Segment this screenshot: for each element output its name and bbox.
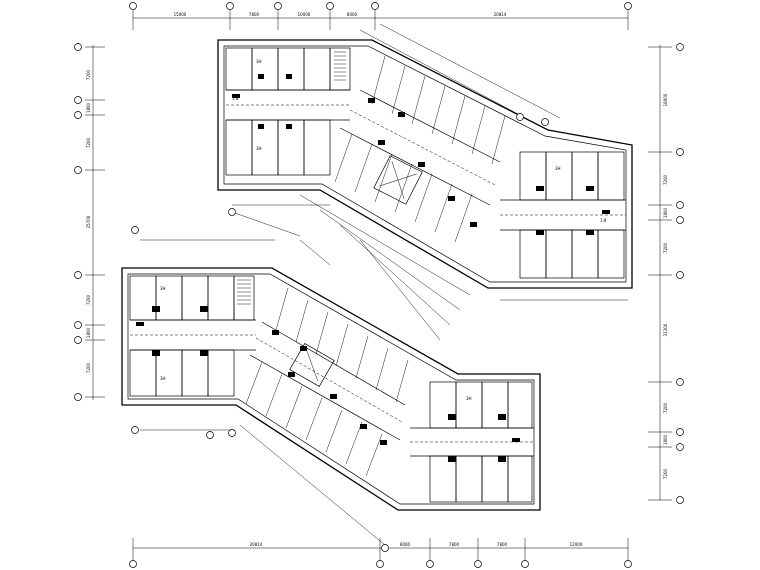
dim-left-7: 7200 (86, 362, 91, 373)
room-tag-2: 1:8 (600, 218, 607, 223)
room-label-6: 3H (466, 396, 472, 401)
dimension-right: 18000 7200 1800 7200 31300 7200 1800 720… (648, 43, 684, 504)
dim-top-2: 7800 (249, 12, 260, 17)
lower-right-rooms (410, 381, 534, 503)
dim-left-5: 7200 (86, 294, 91, 305)
upper-building: 1:8 (217, 39, 633, 289)
dim-top-4: 8000 (347, 12, 358, 17)
diagonal-grid-lines (131, 23, 628, 552)
dim-left-2: 1800 (86, 102, 91, 113)
lower-diagonal-rooms (245, 287, 409, 477)
dim-left-6: 1800 (86, 327, 91, 338)
dim-left-3: 7200 (86, 137, 91, 148)
dim-left-4: 25700 (86, 215, 91, 228)
dim-right-3: 1800 (663, 207, 668, 218)
dim-right-6: 7200 (663, 402, 668, 413)
dimension-bottom: 20814 8000 7800 7800 12000 (129, 538, 632, 568)
upper-right-rooms: 1:8 (500, 151, 626, 279)
dim-top-1: 15000 (174, 12, 187, 17)
room-label-1: 3H (256, 59, 262, 64)
dim-bottom-1: 20814 (250, 542, 263, 547)
room-label-3: 3H (555, 166, 561, 171)
dim-left-1: 7200 (86, 69, 91, 80)
dim-right-1: 18000 (663, 93, 668, 106)
room-label-5: 3H (160, 376, 166, 381)
dim-bottom-4: 7800 (497, 542, 508, 547)
lower-left-rooms (129, 275, 256, 397)
upper-left-rooms-top (225, 47, 351, 91)
dim-right-4: 7200 (663, 242, 668, 253)
dim-bottom-3: 7800 (449, 542, 460, 547)
room-label-4: 3H (160, 286, 166, 291)
dim-right-5: 31300 (663, 323, 668, 336)
dim-right-2: 7200 (663, 174, 668, 185)
dim-top-5: 20814 (494, 12, 507, 17)
dim-top-3: 10000 (298, 12, 311, 17)
dim-right-8: 7200 (663, 468, 668, 479)
dimension-top: 15000 7800 10000 8000 20814 (129, 2, 632, 30)
dim-bottom-2: 8000 (400, 542, 411, 547)
dim-right-7: 1800 (663, 434, 668, 445)
room-tag-1: 1:8 (232, 96, 239, 101)
upper-left-rooms-bottom (225, 119, 331, 176)
lower-building: 3H 3H 3H (121, 267, 541, 511)
dimension-left: 7200 1800 7200 25700 7200 1800 7200 (74, 43, 105, 401)
upper-diagonal-rooms (334, 55, 506, 243)
dim-bottom-5: 12000 (570, 542, 583, 547)
room-label-2: 3H (256, 146, 262, 151)
